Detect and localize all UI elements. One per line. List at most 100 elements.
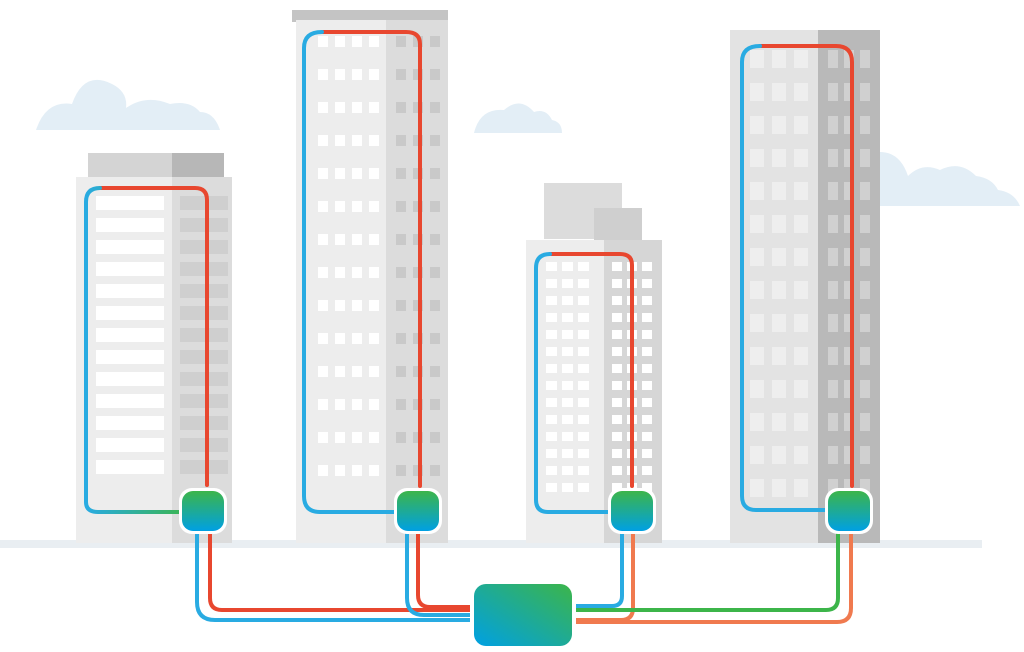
pipe-supply-building-2: [416, 523, 478, 609]
window: [750, 479, 764, 497]
window: [860, 479, 870, 497]
window: [318, 366, 328, 377]
window: [642, 466, 652, 475]
window: [180, 394, 228, 408]
window: [180, 218, 228, 232]
window: [750, 83, 764, 101]
window: [430, 333, 440, 344]
substation-box-icon: [179, 488, 227, 534]
window: [794, 116, 808, 134]
window: [562, 262, 573, 271]
window: [750, 215, 764, 233]
window: [369, 465, 379, 476]
window: [828, 116, 838, 134]
window: [546, 432, 557, 441]
window: [369, 267, 379, 278]
window: [844, 83, 854, 101]
window: [318, 201, 328, 212]
window: [369, 399, 379, 410]
window: [750, 182, 764, 200]
window: [750, 380, 764, 398]
window: [335, 234, 345, 245]
window: [794, 314, 808, 332]
window: [612, 364, 622, 373]
window: [396, 300, 406, 311]
window: [750, 116, 764, 134]
window: [96, 218, 164, 232]
window: [318, 36, 328, 47]
window: [396, 366, 406, 377]
window: [430, 201, 440, 212]
window: [562, 432, 573, 441]
central-plant-icon: [470, 580, 576, 650]
window: [180, 262, 228, 276]
window: [352, 201, 362, 212]
window: [828, 149, 838, 167]
window: [578, 483, 589, 492]
window: [430, 102, 440, 113]
window: [369, 300, 379, 311]
window: [794, 215, 808, 233]
window: [642, 364, 652, 373]
window: [828, 83, 838, 101]
window: [562, 415, 573, 424]
substation-box-icon: [825, 488, 873, 534]
window: [96, 262, 164, 276]
window: [318, 267, 328, 278]
window: [180, 438, 228, 452]
window: [562, 398, 573, 407]
window: [612, 483, 622, 492]
window: [396, 267, 406, 278]
window: [430, 168, 440, 179]
window: [612, 449, 622, 458]
window: [369, 333, 379, 344]
window: [396, 432, 406, 443]
window: [546, 364, 557, 373]
window: [180, 328, 228, 342]
window: [828, 248, 838, 266]
window: [860, 248, 870, 266]
window: [750, 50, 764, 68]
window: [318, 135, 328, 146]
window: [96, 438, 164, 452]
window: [352, 333, 362, 344]
window: [578, 296, 589, 305]
window: [860, 83, 870, 101]
window: [828, 347, 838, 365]
building-2: [292, 10, 448, 543]
window: [352, 366, 362, 377]
window: [828, 479, 838, 497]
window: [794, 248, 808, 266]
window: [430, 267, 440, 278]
window: [860, 347, 870, 365]
window: [750, 413, 764, 431]
pipe-supply-building-1: [208, 523, 478, 612]
window: [828, 182, 838, 200]
window: [750, 248, 764, 266]
window: [396, 168, 406, 179]
window: [750, 149, 764, 167]
window: [335, 69, 345, 80]
window: [642, 381, 652, 390]
window: [180, 284, 228, 298]
window: [772, 479, 786, 497]
window: [612, 398, 622, 407]
pipe-return-building-1: [195, 523, 478, 622]
window: [794, 281, 808, 299]
window: [318, 432, 328, 443]
window: [562, 483, 573, 492]
window: [772, 446, 786, 464]
window: [772, 347, 786, 365]
window: [352, 432, 362, 443]
building-3-loop: [534, 252, 634, 514]
window: [96, 394, 164, 408]
window: [180, 306, 228, 320]
window: [844, 149, 854, 167]
window: [844, 314, 854, 332]
window: [430, 135, 440, 146]
window: [430, 366, 440, 377]
window: [352, 168, 362, 179]
window: [860, 314, 870, 332]
building-2-loop: [302, 30, 422, 514]
